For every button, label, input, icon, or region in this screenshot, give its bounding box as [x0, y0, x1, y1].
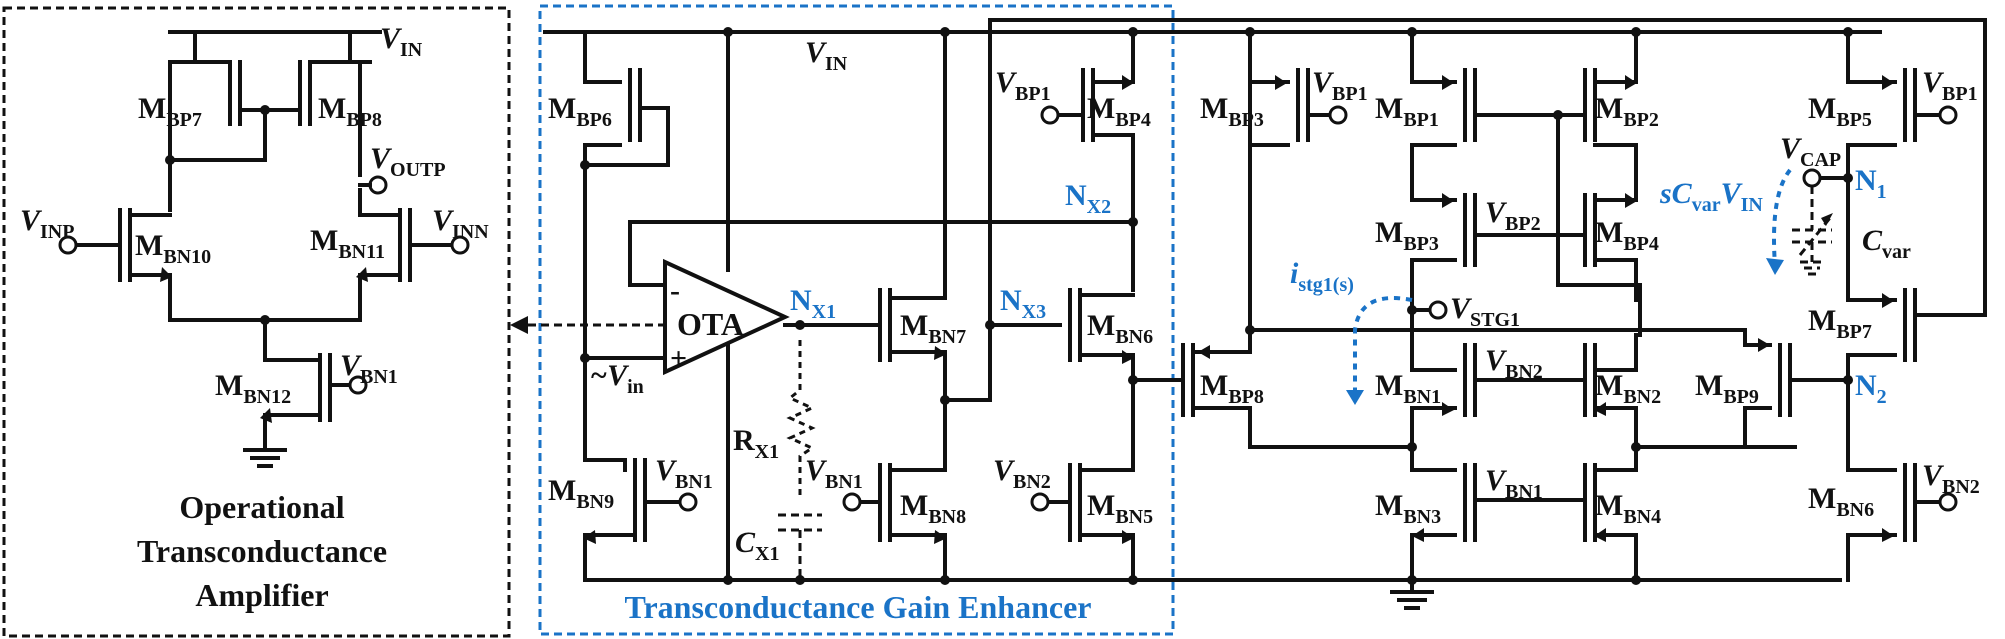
tge-block-box	[538, 4, 1175, 636]
scvar-current-path	[1772, 168, 1792, 266]
ota-title-line-3: Amplifier	[195, 577, 328, 613]
ota-minus-label: -	[670, 274, 680, 307]
vbn2-label-a: VBN2	[993, 454, 1051, 493]
vin-small-label: ~Vin	[590, 359, 644, 398]
vbn2-label-c: VBN2	[1922, 459, 1980, 498]
vbn1-label-b: VBN1	[655, 454, 713, 493]
vbn1-label-d: VBN1	[1485, 464, 1543, 503]
vin-label-left: VIN	[380, 22, 423, 61]
vinn-label: VINN	[432, 204, 489, 243]
vbp1-label-b: VBP1	[1312, 66, 1368, 105]
mbp2-label: MBP2	[1595, 92, 1659, 131]
mbp3-label-b: MBP3	[1375, 216, 1439, 255]
mbn6-label-a: MBN6	[1087, 309, 1153, 348]
ota-plus-label: +	[670, 342, 687, 375]
mbp6-label: MBP6	[548, 92, 612, 131]
mbp4-label-b: MBP4	[1595, 216, 1659, 255]
mbn2-label: MBN2	[1595, 369, 1661, 408]
mbp4-label-a: MBP4	[1087, 92, 1151, 131]
mbn7-label: MBN7	[900, 309, 966, 348]
ota-symbol-label: OTA	[677, 306, 744, 342]
mbn12-label: MBN12	[215, 369, 291, 408]
vbp1-label-a: VBP1	[995, 66, 1051, 105]
cvar-label: Cvar	[1862, 224, 1911, 263]
ota-schematic	[58, 30, 470, 468]
nx3-label: NX3	[1000, 284, 1046, 323]
mbp5-label: MBP5	[1808, 92, 1872, 131]
mbn4-label: MBN4	[1595, 489, 1661, 528]
vbn1-label-left: VBN1	[340, 349, 398, 388]
istg-current-path	[1353, 296, 1413, 395]
nx2-label: NX2	[1065, 179, 1111, 218]
mbp8-label-right: MBP8	[1200, 369, 1264, 408]
rx1-label: RX1	[733, 424, 779, 463]
stage-schematic	[1171, 27, 1987, 610]
mbp7-label: MBP7	[138, 92, 202, 131]
cx1-label: CX1	[735, 526, 779, 565]
vin-label-mid: VIN	[805, 36, 848, 75]
vstg1-label: VSTG1	[1450, 292, 1520, 331]
vbn1-label-c: VBN1	[805, 454, 863, 493]
mbn6-label-b: MBN6	[1808, 482, 1874, 521]
vinp-label: VINP	[20, 204, 74, 243]
mbn9-label: MBN9	[548, 474, 614, 513]
tge-schematic	[543, 18, 1987, 585]
vcap-label: VCAP	[1780, 132, 1841, 171]
n2-label: N2	[1855, 369, 1887, 408]
scvar-arrow-icon	[1766, 258, 1784, 275]
nx1-label: NX1	[790, 284, 836, 323]
mbn11-label: MBN11	[310, 224, 385, 263]
mbp9-label: MBP9	[1695, 369, 1759, 408]
ota-title-line-1: Operational	[179, 489, 344, 525]
mbn3-label: MBN3	[1375, 489, 1441, 528]
vbp2-label: VBP2	[1485, 196, 1541, 235]
scvar-label: sCvarVIN	[1659, 177, 1763, 216]
ota-block-box	[2, 6, 511, 638]
istg-arrow-icon	[1346, 390, 1364, 405]
voutp-label: VOUTP	[370, 142, 446, 181]
vbp1-label-c: VBP1	[1922, 66, 1978, 105]
istg-label: istg1(s)	[1290, 257, 1354, 296]
output-arrow-icon	[510, 316, 528, 334]
ota-title-line-2: Transconductance	[137, 533, 387, 569]
mbp8-label: MBP8	[318, 92, 382, 131]
n1-label: N1	[1855, 164, 1887, 203]
mbp7-label-right: MBP7	[1808, 304, 1872, 343]
mbp1-label: MBP1	[1375, 92, 1439, 131]
mbn1-label: MBN1	[1375, 369, 1441, 408]
mbp3-label-a: MBP3	[1200, 92, 1264, 131]
vbn2-label-b: VBN2	[1485, 344, 1543, 383]
tge-title: Transconductance Gain Enhancer	[625, 589, 1092, 625]
mbn8-label: MBN8	[900, 489, 966, 528]
mbn10-label: MBN10	[135, 229, 211, 268]
mbn5-label: MBN5	[1087, 489, 1153, 528]
